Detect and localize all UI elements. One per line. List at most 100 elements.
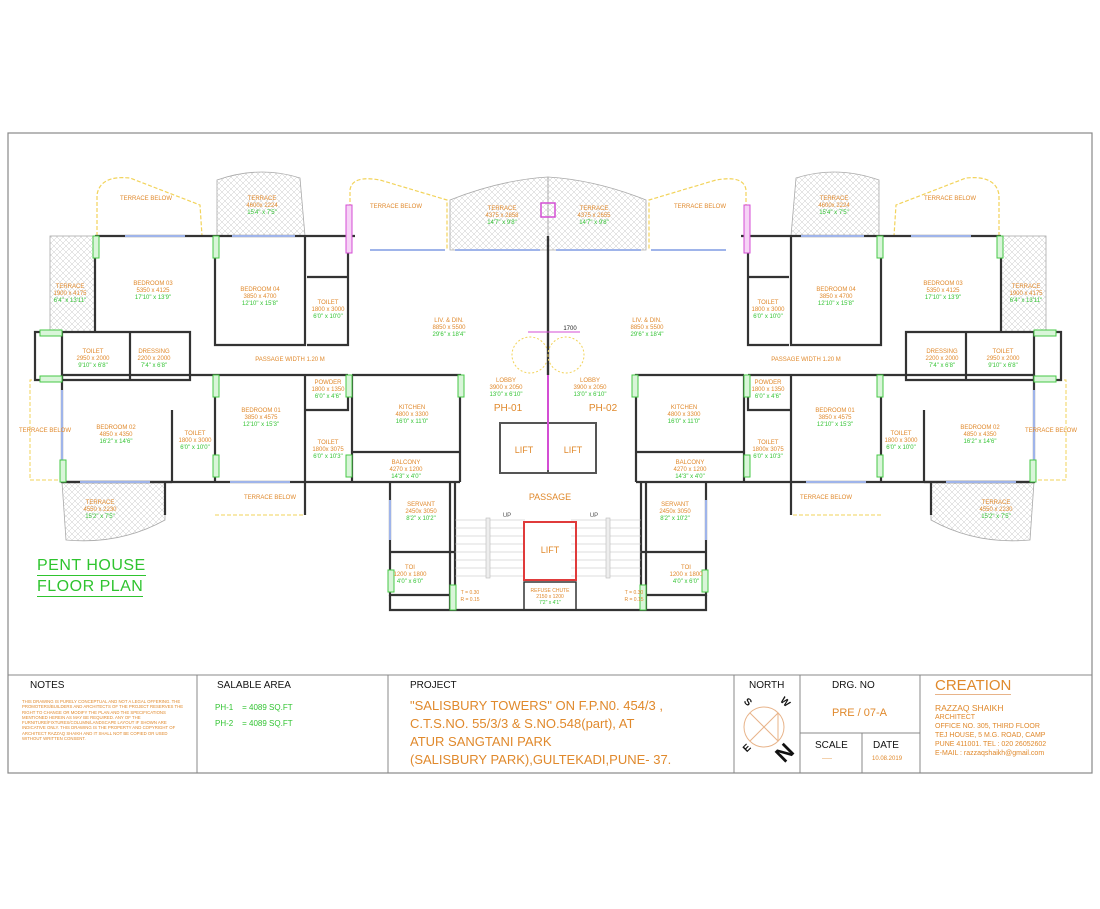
drg-heading: DRG. NO (832, 680, 875, 691)
room-size-mm: 3900 x 2050 (573, 385, 607, 391)
room-name: TERRACE BELOW (923, 196, 977, 202)
room-name: TOI (681, 565, 691, 571)
room-size-mm: 1900 x 4175 (1009, 291, 1043, 297)
room-size-ft: 6'4" x 13'11" (53, 298, 87, 304)
room-name: BEDROOM 01 (241, 408, 281, 414)
unit: PH-2 (215, 719, 234, 728)
salable-heading: SALABLE AREA (217, 680, 291, 691)
scale-heading: SCALE (815, 740, 848, 751)
room-label: TERRACE BELOW (1025, 428, 1077, 435)
room-size-mm: 2950 x 2000 (986, 356, 1020, 362)
lift-right-label: LIFT (563, 445, 583, 455)
room-size-mm: 3900 x 2050 (489, 385, 523, 391)
room-size-mm: 1800 x 3000 (884, 438, 918, 444)
architect-role: ARCHITECT (935, 714, 976, 721)
room-size-ft: 15'4" x 7'5" (819, 210, 849, 216)
address-line: TEJ HOUSE, 5 M.G. ROAD, CAMP (935, 732, 1046, 739)
drawing-title-line1: PENT HOUSE (37, 557, 146, 576)
room-size-ft: 6'0" x 10'3" (313, 454, 343, 460)
room-size-mm: 1800 x 3000 (751, 307, 785, 313)
room-name: TOILET (317, 440, 339, 446)
room-name: LOBBY (495, 378, 516, 384)
room-size-mm: 4550 x 2230 (83, 507, 117, 513)
room-size-ft: 14'3" x 4'0" (675, 474, 705, 480)
room-size-mm: 2200 x 2000 (925, 356, 959, 362)
room-size-ft: 14'7" x 9'8" (579, 220, 609, 226)
room-size-mm: 1800 x 3000 (178, 438, 212, 444)
stair-note-left: T = 0.30 R = 0.15 (460, 590, 480, 603)
room-name: TERRACE (247, 196, 277, 202)
room-label: TERRACE BELOW (674, 204, 726, 211)
room-size-ft: 16'0" x 11'0" (395, 419, 429, 425)
room-size-mm: 1900 x 4175 (53, 291, 87, 297)
central-lift-label: LIFT (540, 545, 560, 555)
room-name: TERRACE (819, 196, 849, 202)
salable-row-ph2: PH-2 = 4089 SQ.FT (215, 719, 293, 728)
room-name: TERRACE BELOW (799, 495, 853, 501)
date-value: 10.08.2019 (872, 756, 903, 762)
room-label: TERRACE BELOW (120, 196, 172, 203)
room-name: BEDROOM 03 (923, 281, 963, 287)
room-label: TERRACE BELOW (800, 495, 852, 502)
room-label: TERRACE BELOW (244, 495, 296, 502)
room-size-ft: 14'7" x 9'8" (487, 220, 517, 226)
room-size-mm: 8850 x 5500 (630, 325, 664, 331)
room-size-ft: 12'10" x 15'3" (242, 422, 280, 428)
room-size-ft: 15'2" x 7'5" (981, 514, 1011, 520)
room-name: TOILET (757, 300, 779, 306)
room-size-ft: 6'4" x 13'11" (1009, 298, 1043, 304)
room-name: TERRACE BELOW (1024, 428, 1078, 434)
terrace-below-outline (96, 177, 203, 237)
room-size-ft: 8'2" x 10'2" (660, 516, 690, 522)
room-size-ft: 4'0" x 6'0" (396, 579, 424, 585)
passage-label: PASSAGE (528, 492, 572, 502)
room-size-ft: 6'0" x 10'0" (180, 445, 210, 451)
room-size-mm: 5350 x 4125 (926, 288, 960, 294)
room-name: TERRACE (579, 206, 609, 212)
address-line: E-MAIL : razzaqshaikh@gmail.com (935, 750, 1045, 757)
room-name: TOILET (184, 431, 206, 437)
notes-text: THIS DRAWING IS PURELY CONCEPTUAL AND NO… (22, 699, 184, 742)
room-size-mm: 4600x 2224 (246, 203, 278, 209)
terrace-hatch (49, 235, 96, 333)
room-size-mm: 2200 x 2000 (137, 356, 171, 362)
room-size-mm: 1800x 3075 (752, 447, 784, 453)
stair-up-left: UP (502, 513, 512, 519)
room-size-mm: 4270 x 1200 (389, 467, 423, 473)
room-size-mm: 1800 x 1350 (751, 387, 785, 393)
firm-name: CREATION (935, 677, 1012, 695)
project-description: "SALISBURY TOWERS" ON F.P.N0. 454/3 , C.… (410, 697, 671, 769)
north-heading: NORTH (749, 680, 785, 691)
room-size-ft: 12'10" x 15'8" (241, 301, 279, 307)
room-size-ft: 17'10" x 13'9" (134, 295, 172, 301)
project-line: "SALISBURY TOWERS" ON F.P.N0. 454/3 , (410, 698, 663, 713)
room-size-mm: 4550 x 2230 (979, 507, 1013, 513)
room-name: TERRACE BELOW (369, 204, 423, 210)
room-size-mm: 3850 x 4700 (819, 294, 853, 300)
room-name: KITCHEN (670, 405, 698, 411)
sliding-door (345, 204, 353, 254)
room-size-ft: 17'10" x 13'9" (924, 295, 962, 301)
room-size-ft: 15'2" x 7'5" (85, 514, 115, 520)
room-size-ft: 7'4" x 6'8" (928, 363, 956, 369)
walls (33, 234, 550, 612)
room-size-mm: 2450x 3050 (659, 509, 691, 515)
